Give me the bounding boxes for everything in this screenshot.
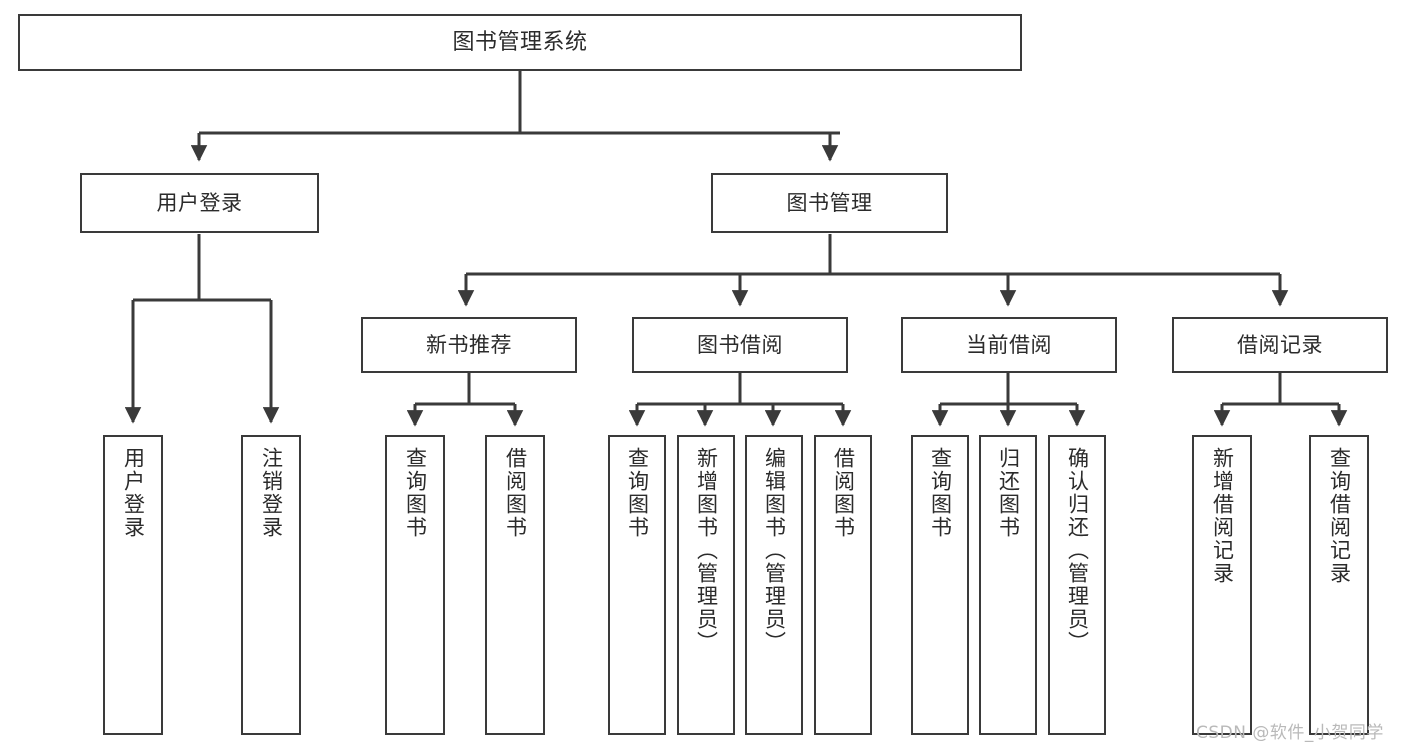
leaf-edit-book-label: 编辑图书（管理员） (762, 447, 787, 654)
leaf-query-book-3[interactable]: 查询图书 (911, 435, 969, 735)
watermark: CSDN @软件_小贺同学 (1196, 718, 1384, 743)
node-borrow-record-label: 借阅记录 (1237, 332, 1323, 357)
leaf-borrow-book-2[interactable]: 借阅图书 (814, 435, 872, 735)
leaf-confirm-return[interactable]: 确认归还（管理员） (1048, 435, 1106, 735)
node-current-borrow[interactable]: 当前借阅 (901, 317, 1117, 373)
leaf-confirm-return-label: 确认归还（管理员） (1065, 447, 1090, 654)
leaf-borrow-book-2-label: 借阅图书 (831, 447, 856, 539)
leaf-logout-login-label: 注销登录 (259, 447, 284, 539)
node-root[interactable]: 图书管理系统 (18, 14, 1022, 71)
leaf-borrow-book-1-label: 借阅图书 (503, 447, 528, 539)
leaf-query-book-1-label: 查询图书 (403, 447, 428, 539)
node-book-borrow-label: 图书借阅 (697, 332, 783, 357)
leaf-user-login[interactable]: 用户登录 (103, 435, 163, 735)
node-user-login-label: 用户登录 (156, 190, 243, 215)
leaf-query-record[interactable]: 查询借阅记录 (1309, 435, 1369, 735)
watermark-text: CSDN @软件_小贺同学 (1196, 723, 1384, 743)
leaf-return-book[interactable]: 归还图书 (979, 435, 1037, 735)
leaf-borrow-book-1[interactable]: 借阅图书 (485, 435, 545, 735)
leaf-query-record-label: 查询借阅记录 (1327, 447, 1352, 585)
leaf-logout-login[interactable]: 注销登录 (241, 435, 301, 735)
leaf-query-book-1[interactable]: 查询图书 (385, 435, 445, 735)
leaf-add-book-label: 新增图书（管理员） (694, 447, 719, 654)
leaf-return-book-label: 归还图书 (996, 447, 1021, 539)
node-new-book-recommend[interactable]: 新书推荐 (361, 317, 577, 373)
leaf-query-book-2[interactable]: 查询图书 (608, 435, 666, 735)
node-book-manage-label: 图书管理 (786, 190, 873, 215)
leaf-add-book[interactable]: 新增图书（管理员） (677, 435, 735, 735)
node-borrow-record[interactable]: 借阅记录 (1172, 317, 1388, 373)
leaf-add-record-label: 新增借阅记录 (1210, 447, 1235, 585)
leaf-query-book-2-label: 查询图书 (625, 447, 650, 539)
node-root-label: 图书管理系统 (452, 29, 588, 55)
node-book-manage[interactable]: 图书管理 (711, 173, 948, 233)
leaf-edit-book[interactable]: 编辑图书（管理员） (745, 435, 803, 735)
node-user-login[interactable]: 用户登录 (80, 173, 319, 233)
node-new-book-recommend-label: 新书推荐 (426, 332, 512, 357)
node-book-borrow[interactable]: 图书借阅 (632, 317, 848, 373)
leaf-add-record[interactable]: 新增借阅记录 (1192, 435, 1252, 735)
leaf-user-login-label: 用户登录 (121, 447, 146, 539)
node-current-borrow-label: 当前借阅 (966, 332, 1052, 357)
leaf-query-book-3-label: 查询图书 (928, 447, 953, 539)
